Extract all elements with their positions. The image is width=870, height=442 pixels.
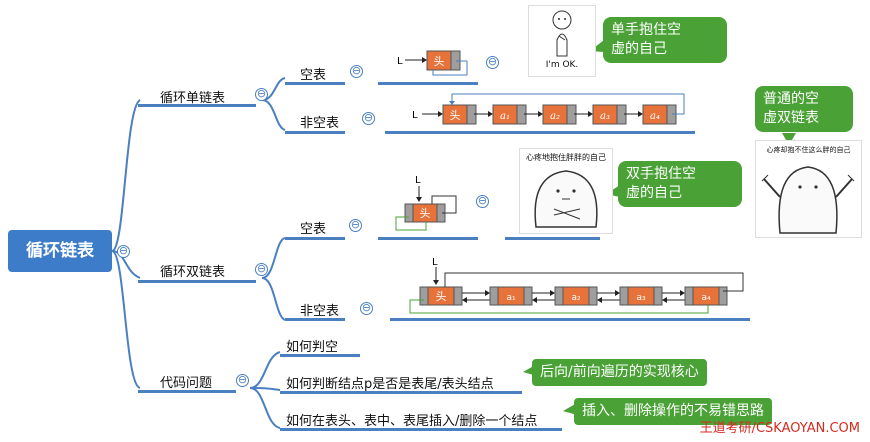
double-node-a4: a₄ <box>684 286 728 306</box>
branch-single-list[interactable]: 循环单链表 <box>160 91 226 106</box>
collapse-icon[interactable]: ⊖ <box>255 87 268 101</box>
callout-insert-delete: 插入、删除操作的不易错思路 <box>574 398 772 425</box>
pointer-label: L <box>397 56 403 67</box>
single-node-a2: a₂ <box>542 104 577 125</box>
pointer-label: L <box>415 175 421 186</box>
svg-text:头: 头 <box>450 109 461 122</box>
head-node-label: 头 <box>434 55 445 68</box>
collapse-icon[interactable]: ⊖ <box>486 55 499 69</box>
single-node-head: 头 <box>442 104 477 125</box>
svg-text:a₄: a₄ <box>650 111 660 122</box>
single-node-a3: a₃ <box>592 104 627 125</box>
collapse-icon[interactable]: ⊖ <box>360 301 373 315</box>
collapse-icon[interactable]: ⊖ <box>255 262 268 276</box>
collapse-icon[interactable]: ⊖ <box>350 64 363 78</box>
svg-text:a₁: a₁ <box>506 293 516 303</box>
collapse-icon[interactable]: ⊖ <box>349 218 362 232</box>
sticker-hug-self: 心疼地抱住胖胖的自己 <box>519 148 613 234</box>
blob-hug-icon <box>534 170 598 228</box>
single-node-a1: a₁ <box>492 104 527 125</box>
callout-judge-end: 后向/前向遍历的实现核心 <box>532 359 707 386</box>
callout-double-empty: 双手抱住空 虚的自己 <box>618 161 742 207</box>
double-empty-diagram: L 头 <box>395 175 457 231</box>
single-node-a4: a₄ <box>642 104 677 125</box>
blob-arms-icon <box>761 166 855 234</box>
stick-figure-icon <box>552 10 572 57</box>
callout-single-nonempty: 普通的空 虚双链表 <box>755 86 853 132</box>
code-check-empty[interactable]: 如何判空 <box>286 340 339 355</box>
sticker-caption: I'm OK. <box>545 60 579 70</box>
branch-double-list[interactable]: 循环双链表 <box>160 265 226 280</box>
collapse-icon[interactable]: ⊖ <box>117 244 130 258</box>
single-nonempty-diagram: L 头 a₁ a₂ a₃ a₄ <box>412 93 685 125</box>
single-empty-label[interactable]: 空表 <box>300 68 327 83</box>
double-nonempty-label[interactable]: 非空表 <box>300 304 340 319</box>
double-node-a2: a₂ <box>554 286 598 306</box>
callout-pointer <box>782 133 796 145</box>
double-node-a3: a₃ <box>619 286 663 306</box>
callout-single-empty: 单手抱住空 虚的自己 <box>603 17 727 63</box>
root-node[interactable]: 循环链表 <box>8 230 112 272</box>
svg-text:a₁: a₁ <box>500 111 510 122</box>
pointer-label: L <box>432 257 438 268</box>
head-node-label: 头 <box>420 207 431 220</box>
collapse-icon[interactable]: ⊖ <box>236 373 249 387</box>
sticker-caption: 心疼地抱住胖胖的自己 <box>526 153 606 162</box>
sticker-caption: 心疼却抱不住这么胖的自己 <box>766 146 851 154</box>
single-empty-diagram: L 头 <box>397 50 468 76</box>
sticker-cant-hug: 心疼却抱不住这么胖的自己 <box>755 140 862 238</box>
collapse-icon[interactable]: ⊖ <box>362 111 375 125</box>
code-check-end-node[interactable]: 如何判断结点p是否是表尾/表头结点 <box>286 377 494 392</box>
collapse-icon[interactable]: ⊖ <box>476 194 489 208</box>
code-insert-delete[interactable]: 如何在表头、表中、表尾插入/删除一个结点 <box>286 414 538 429</box>
svg-text:a₂: a₂ <box>571 293 581 303</box>
svg-text:a₃: a₃ <box>600 111 610 122</box>
svg-text:头: 头 <box>436 290 447 303</box>
callout-pointer <box>563 403 577 415</box>
svg-text:a₂: a₂ <box>550 111 560 122</box>
pointer-label: L <box>412 110 418 121</box>
svg-text:a₄: a₄ <box>701 293 711 303</box>
branch-code-issues[interactable]: 代码问题 <box>160 376 213 391</box>
single-nonempty-label[interactable]: 非空表 <box>300 116 340 131</box>
double-node-a1: a₁ <box>489 286 533 306</box>
double-nonempty-diagram: L 头 a₁ a₂ a₃ a₄ <box>409 257 744 314</box>
double-node-head: 头 <box>419 286 463 306</box>
brand-footer: 王道考研/CSKAOYAN.COM <box>699 421 860 436</box>
double-empty-label[interactable]: 空表 <box>300 222 327 237</box>
svg-text:a₃: a₃ <box>636 293 646 303</box>
sticker-im-ok: I'm OK. <box>528 5 596 77</box>
